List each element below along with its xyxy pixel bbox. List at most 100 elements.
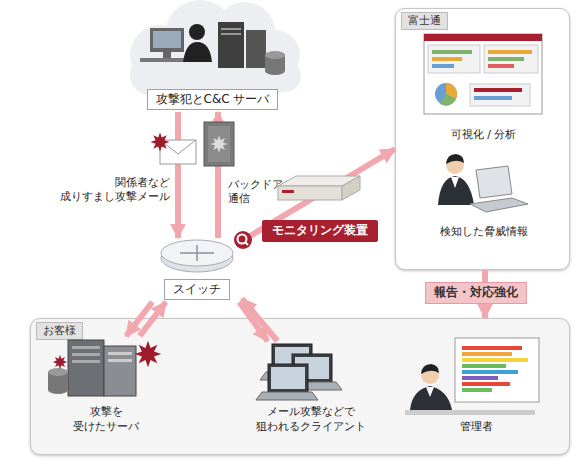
edge-label: モニタリング装置 bbox=[262, 220, 378, 242]
device-front bbox=[278, 186, 342, 200]
laptop bbox=[256, 364, 318, 400]
administrator-body bbox=[410, 386, 452, 410]
node-label: メール攻撃などで 狙われるクライアント bbox=[236, 405, 386, 434]
analyst-body bbox=[438, 176, 474, 205]
server-rack bbox=[104, 346, 136, 396]
analyst-hair bbox=[446, 154, 464, 164]
switch-top bbox=[161, 240, 233, 266]
administrator-hair bbox=[421, 364, 439, 374]
device-stripe bbox=[282, 190, 294, 193]
panel-tab-label: 富士通 bbox=[401, 12, 448, 30]
administrator-shirt bbox=[426, 387, 434, 397]
storage-cylinder-top bbox=[48, 368, 68, 376]
mail-icon bbox=[150, 132, 196, 164]
flow-arrow bbox=[126, 302, 152, 336]
flow-arrow bbox=[140, 302, 166, 336]
monitor bbox=[150, 28, 184, 52]
chart-bar bbox=[474, 96, 512, 100]
report-bar bbox=[462, 388, 492, 392]
chart-panel bbox=[428, 45, 480, 73]
switch-arrows bbox=[180, 245, 214, 261]
node-label: 管理者 bbox=[460, 420, 493, 434]
server-slot bbox=[221, 33, 241, 35]
chart-panel bbox=[484, 45, 538, 73]
chart-bar bbox=[488, 57, 524, 61]
laptop-display bbox=[271, 367, 305, 389]
monitor-screen bbox=[153, 31, 181, 48]
server-slot bbox=[221, 28, 241, 30]
laptop-lid bbox=[268, 364, 308, 392]
device-side bbox=[342, 176, 360, 200]
server-slot bbox=[108, 352, 132, 355]
door-panel bbox=[208, 126, 230, 162]
chart-panel bbox=[470, 84, 530, 106]
report-bar bbox=[462, 352, 512, 356]
analyst-shirt bbox=[451, 177, 459, 188]
report-bar bbox=[462, 376, 498, 380]
report-bar bbox=[462, 364, 506, 368]
flow-arrow bbox=[242, 299, 277, 341]
laptop-screen bbox=[476, 166, 512, 198]
chart-bar bbox=[488, 64, 514, 68]
attacker-head bbox=[189, 24, 205, 40]
node-label: 攻撃犯とC&C サーバ bbox=[147, 89, 279, 110]
switch-icon bbox=[161, 240, 233, 272]
server-slot bbox=[72, 353, 100, 356]
server-group: 攻撃犯とC&C サーバ bbox=[125, 0, 300, 112]
cloud bbox=[130, 0, 301, 95]
node-label: スイッチ bbox=[164, 279, 230, 300]
attacker-body bbox=[183, 42, 212, 62]
flow-arrow bbox=[242, 149, 395, 241]
administrator-illustration bbox=[405, 338, 539, 415]
chart-bar bbox=[432, 50, 472, 54]
dashboard-screenshot bbox=[424, 34, 542, 114]
server-slot bbox=[72, 346, 100, 349]
server-tower bbox=[218, 22, 244, 68]
analyst-illustration bbox=[438, 154, 528, 212]
server-rack bbox=[68, 340, 104, 396]
laptop-base bbox=[470, 198, 528, 212]
node-label: 可視化 / 分析 bbox=[451, 128, 517, 142]
magnifier-badge bbox=[234, 231, 252, 249]
edge-label: 報告・対応強化 bbox=[425, 282, 527, 304]
report-monitor bbox=[455, 338, 539, 402]
envelope bbox=[160, 140, 196, 164]
report-bar bbox=[462, 358, 528, 362]
breach-burst bbox=[211, 136, 228, 153]
storage-cylinder-top bbox=[265, 51, 285, 59]
screen-frame bbox=[424, 34, 542, 114]
panel-tab-label: お客様 bbox=[36, 322, 83, 340]
storage-cylinder-bottom bbox=[48, 386, 68, 394]
door bbox=[204, 122, 234, 166]
chart-bar bbox=[474, 88, 522, 92]
attack-burst bbox=[150, 132, 169, 151]
pie-slice bbox=[440, 94, 456, 106]
attack-burst bbox=[53, 355, 67, 369]
magnifier-icon bbox=[234, 231, 252, 249]
pie-chart bbox=[435, 83, 457, 105]
report-bar bbox=[462, 382, 510, 386]
chart-bar bbox=[488, 50, 532, 54]
chart-bar bbox=[432, 57, 462, 61]
node-label: 検知した脅威情報 bbox=[440, 225, 528, 239]
storage-cylinder-bottom bbox=[265, 67, 285, 75]
edge-label: バックドア 通信 bbox=[228, 178, 290, 207]
monitoring-device-icon bbox=[278, 176, 360, 200]
laptop-base bbox=[256, 392, 318, 400]
flow-arrow bbox=[175, 112, 181, 238]
attack-burst bbox=[135, 341, 161, 367]
server-slot bbox=[72, 360, 100, 363]
edge-label: 関係者など 成りすまし攻撃メール bbox=[52, 176, 170, 205]
magnifier-handle bbox=[245, 242, 248, 245]
report-bar bbox=[462, 346, 522, 350]
server-slot bbox=[108, 359, 132, 362]
attacked-server-illustration bbox=[48, 340, 161, 396]
desk bbox=[405, 410, 535, 415]
report-bar bbox=[462, 370, 518, 374]
monitor-stand bbox=[163, 52, 171, 58]
chart-bar bbox=[432, 64, 454, 68]
backdoor-icon bbox=[204, 122, 234, 166]
attacker-illustration bbox=[140, 22, 285, 75]
